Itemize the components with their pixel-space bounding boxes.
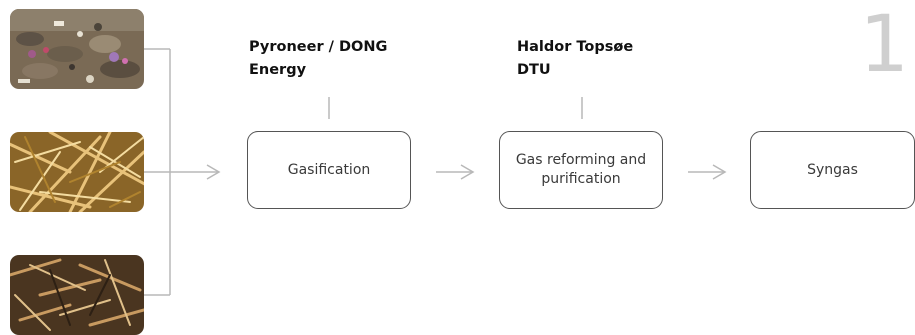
arrow-reforming-to-syngas-head — [712, 164, 727, 180]
process-box-syngas: Syngas — [750, 131, 915, 209]
process-label-reforming: Gas reforming and purification — [515, 152, 647, 187]
process-box-gasification: Gasification — [247, 131, 411, 209]
arrow-to-gasification — [206, 164, 221, 180]
process-label-gasification: Gasification — [287, 161, 371, 178]
partner-label-topsoe: Haldor Topsøe DTU — [517, 39, 634, 78]
process-label-syngas: Syngas — [807, 161, 858, 178]
wood-chips-image — [10, 255, 144, 335]
straw-image — [10, 132, 144, 212]
step-number: 1 — [859, 0, 909, 90]
partner-label-pyroneer: Pyroneer / DONG Energy — [249, 39, 388, 78]
waste-image — [10, 9, 144, 89]
arrow-gasification-to-reforming-head — [460, 164, 475, 180]
process-box-reforming: Gas reforming and purification — [499, 131, 663, 209]
